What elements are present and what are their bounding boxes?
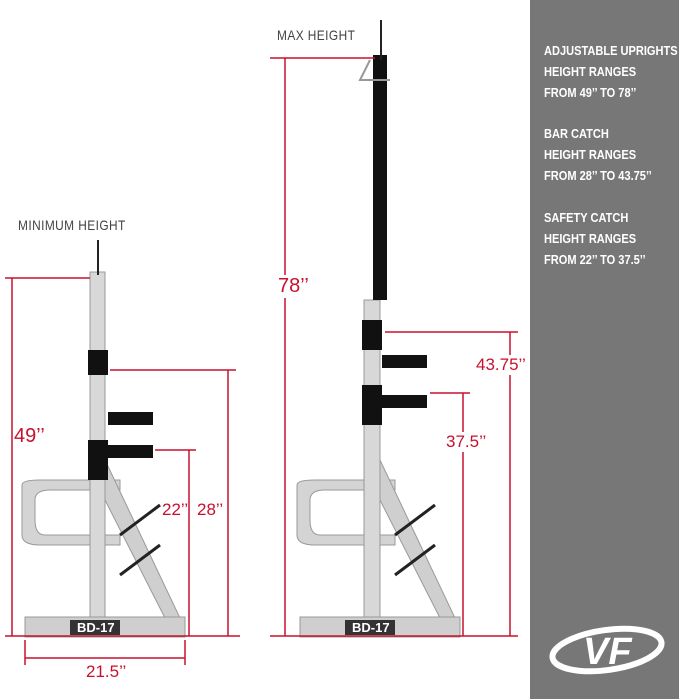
minimum-height-label: MINIMUM HEIGHT: [18, 217, 126, 233]
dim-bar-max: 43.75’’: [476, 355, 526, 375]
model-label-left: BD-17: [77, 620, 115, 635]
spec-line: BAR CATCH: [544, 126, 609, 141]
spec-line: FROM 49’’ TO 78’’: [544, 85, 637, 100]
dim-max-height: 78’’: [278, 275, 309, 298]
spec-line: SAFETY CATCH: [544, 210, 629, 225]
spec-panel: ADJUSTABLE UPRIGHTS HEIGHT RANGES FROM 4…: [530, 0, 679, 699]
vf-logo: VF: [549, 625, 665, 675]
spec-line: FROM 28’’ TO 43.75’’: [544, 168, 652, 183]
dim-safety-max: 37.5’’: [446, 432, 487, 452]
dimension-lines: [5, 57, 518, 665]
svg-text:VF: VF: [583, 631, 633, 673]
rack-max-height: [296, 20, 461, 638]
model-label-right: BD-17: [352, 620, 390, 635]
spec-line: HEIGHT RANGES: [544, 231, 637, 246]
dim-bar-min: 28’’: [197, 500, 224, 519]
spec-safety-catch: SAFETY CATCH HEIGHT RANGES FROM 22’’ TO …: [544, 207, 646, 270]
dim-safety-min: 22’’: [162, 500, 189, 519]
rack-minimum-height: [21, 240, 186, 638]
spec-line: HEIGHT RANGES: [544, 147, 637, 162]
spec-uprights: ADJUSTABLE UPRIGHTS HEIGHT RANGES FROM 4…: [544, 40, 678, 103]
dim-width: 21.5’’: [86, 662, 127, 681]
dim-min-height: 49’’: [14, 425, 45, 448]
spec-line: HEIGHT RANGES: [544, 64, 637, 79]
spec-line: FROM 22’’ TO 37.5’’: [544, 252, 646, 267]
spec-bar-catch: BAR CATCH HEIGHT RANGES FROM 28’’ TO 43.…: [544, 123, 652, 186]
max-height-label: MAX HEIGHT: [277, 27, 356, 43]
rack-illustration: [5, 20, 518, 665]
spec-line: ADJUSTABLE UPRIGHTS: [544, 43, 678, 58]
